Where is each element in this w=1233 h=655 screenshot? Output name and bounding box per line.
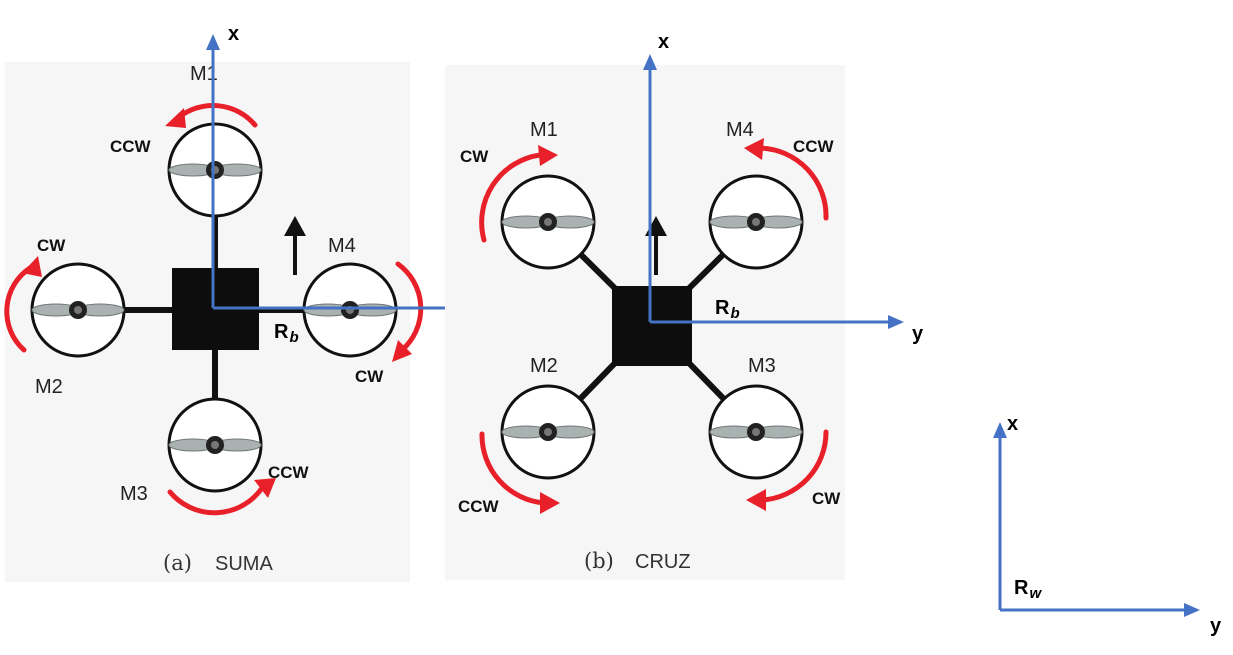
y-axis-label-b: y <box>912 323 924 345</box>
direction-label-m2: CCW <box>458 497 500 516</box>
world-x-axis-arrowhead <box>993 422 1007 438</box>
frame-label-b: Rb <box>715 297 740 322</box>
motor-label-m2: M2 <box>530 355 558 377</box>
rotation-arrow-m2-ccw <box>479 431 560 514</box>
propeller-m4 <box>302 262 398 358</box>
x-axis-label-b: x <box>658 31 669 53</box>
rotation-arrow-m4-ccw <box>744 138 829 221</box>
world-y-axis-label: y <box>1210 615 1222 637</box>
panel-a-suma: M1 CCW CW M2 CCW M3 M4 CW (a) SUMA x y R… <box>4 23 482 582</box>
world-x-axis-label: x <box>1007 413 1018 435</box>
direction-label-m4: CCW <box>793 137 835 156</box>
forward-arrow <box>284 216 306 275</box>
world-frame-axes: x y Rw <box>993 413 1222 637</box>
direction-label-m1: CW <box>460 147 489 166</box>
world-y-axis-arrowhead <box>1184 603 1200 617</box>
motor-label-m4: M4 <box>328 235 356 257</box>
propeller-m3 <box>708 384 804 480</box>
direction-label-m3: CCW <box>268 463 310 482</box>
rotation-arrow-m1-ccw <box>165 102 258 128</box>
x-axis-arrowhead-b <box>643 54 657 70</box>
panel-b-cruz: M1 CW M4 CCW M2 CCW M3 CW (b) CRUZ x y R… <box>445 31 924 580</box>
direction-label-m1: CCW <box>110 137 152 156</box>
direction-label-m4: CW <box>355 367 384 386</box>
body-frame-axes-b: x y Rb <box>643 31 924 345</box>
x-axis-label-a: x <box>228 23 239 45</box>
propeller-m2 <box>30 262 126 358</box>
rotation-arrow-m3-cw <box>746 429 829 511</box>
rotation-arrow-m4-cw <box>392 261 424 362</box>
rotation-arrow-m1-cw <box>479 145 558 243</box>
caption-name-b: CRUZ <box>635 551 691 573</box>
propeller-m3 <box>167 397 263 493</box>
rotation-arrow-m3-ccw <box>167 478 276 516</box>
caption-prefix-b: (b) <box>584 549 614 573</box>
motor-label-m1: M1 <box>530 119 558 141</box>
motor-label-m3: M3 <box>748 355 776 377</box>
motor-label-m3: M3 <box>120 483 148 505</box>
direction-label-m2: CW <box>37 236 66 255</box>
y-axis-arrowhead-b <box>888 315 904 329</box>
propeller-m4 <box>708 174 804 270</box>
world-frame-label: Rw <box>1014 577 1042 602</box>
rotation-arrow-m2-cw <box>4 256 42 353</box>
propeller-m1 <box>500 174 596 270</box>
direction-label-m3: CW <box>812 489 841 508</box>
drone-body <box>612 286 692 366</box>
motor-label-m4: M4 <box>726 119 754 141</box>
motor-label-m2: M2 <box>35 376 63 398</box>
caption-name-a: SUMA <box>215 553 273 575</box>
propeller-m1 <box>167 122 263 218</box>
frame-label-a: Rb <box>274 321 299 346</box>
propeller-m2 <box>500 384 596 480</box>
x-axis-arrowhead-a <box>206 34 220 50</box>
caption-prefix-a: (a) <box>163 551 192 575</box>
motor-label-m1: M1 <box>190 63 218 85</box>
